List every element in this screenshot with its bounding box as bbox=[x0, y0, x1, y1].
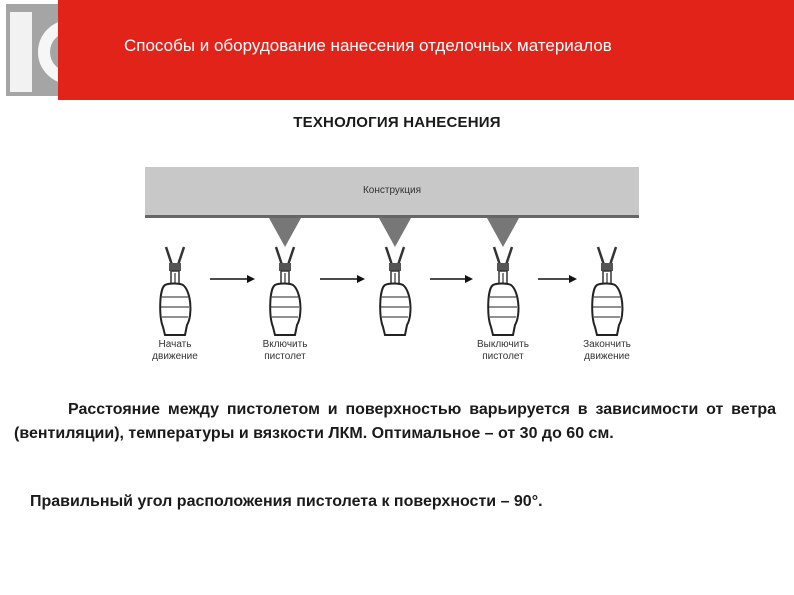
gun-cap bbox=[389, 263, 401, 271]
section-title: ТЕХНОЛОГИЯ НАНЕСЕНИЯ bbox=[293, 114, 501, 131]
gun-nozzle bbox=[596, 246, 618, 266]
step-2 bbox=[269, 218, 302, 336]
finger-lines bbox=[271, 296, 299, 318]
construction-label: Конструкция bbox=[362, 185, 422, 196]
gun-nozzle bbox=[274, 246, 296, 266]
arrow-right-icon bbox=[357, 275, 365, 283]
step-label-line1: Выключить bbox=[476, 339, 530, 350]
header-title: Способы и оборудование нанесения отделоч… bbox=[124, 36, 612, 55]
spray-cone bbox=[379, 218, 411, 247]
step-label-line2: пистолет bbox=[264, 351, 306, 362]
step-label-line1: Закончить bbox=[583, 339, 631, 350]
finger-lines bbox=[161, 296, 189, 318]
step-1 bbox=[159, 246, 192, 336]
arrow-right-icon bbox=[569, 275, 577, 283]
arrow-right-icon bbox=[247, 275, 255, 283]
finger-lines bbox=[381, 296, 409, 318]
gun-nozzle bbox=[164, 246, 186, 266]
gun-cap bbox=[169, 263, 181, 271]
paragraph-angle: Правильный угол расположения пистолета к… bbox=[30, 493, 543, 510]
finger-lines bbox=[489, 296, 517, 318]
construction-surface: Конструкция bbox=[145, 167, 639, 218]
gun-cap bbox=[601, 263, 613, 271]
header-bar: Fe Способы и оборудование нанесения отде… bbox=[0, 0, 794, 100]
hand-icon bbox=[269, 282, 302, 336]
hand-icon bbox=[159, 282, 192, 336]
step-label-line2: движение bbox=[584, 351, 630, 362]
step-label-line1: Включить bbox=[262, 339, 308, 350]
step-3 bbox=[379, 218, 412, 336]
finger-lines bbox=[593, 296, 621, 318]
spray-cone bbox=[269, 218, 301, 247]
gun-nozzle bbox=[492, 246, 514, 266]
header-red-band bbox=[58, 0, 794, 100]
diagram-drawing bbox=[159, 218, 624, 336]
step-label-line2: движение bbox=[152, 351, 198, 362]
step-5 bbox=[591, 246, 624, 336]
arrow-right-icon bbox=[465, 275, 473, 283]
spray-cone bbox=[487, 218, 519, 247]
hand-icon bbox=[379, 282, 412, 336]
step-label-line1: Начать bbox=[158, 339, 192, 350]
gun-cap bbox=[497, 263, 509, 271]
step-label-line2: пистолет bbox=[482, 351, 524, 362]
gun-nozzle bbox=[384, 246, 406, 266]
hand-icon bbox=[487, 282, 520, 336]
paragraph-distance: Расстояние между пистолетом и поверхност… bbox=[14, 401, 776, 442]
step-4 bbox=[487, 218, 520, 336]
hand-icon bbox=[591, 282, 624, 336]
gun-cap bbox=[279, 263, 291, 271]
